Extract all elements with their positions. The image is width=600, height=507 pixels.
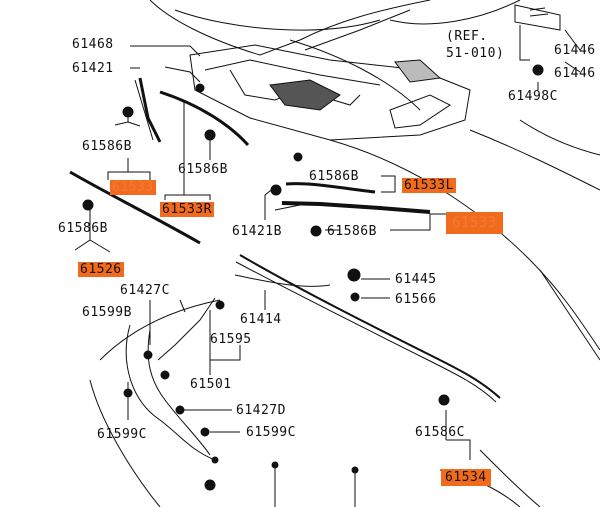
label-61586b-3: 61586B — [58, 221, 108, 236]
label-61566: 61566 — [395, 292, 437, 307]
label-61421b: 61421B — [232, 224, 282, 239]
label-61468: 61468 — [72, 37, 114, 52]
label-61534-highlighted: 61534 — [441, 469, 491, 486]
label-ref-line2: 51-010) — [446, 46, 505, 61]
label-61533-b-highlighted: 61533 — [446, 212, 503, 234]
label-61599b: 61599B — [82, 305, 132, 320]
weatherstrip-61534 — [239, 254, 501, 399]
strip-61533l — [285, 182, 376, 194]
clip-61586b-4 — [270, 184, 282, 196]
clip-61586c — [438, 394, 450, 406]
label-61445: 61445 — [395, 272, 437, 287]
bracket-61445 — [347, 268, 361, 282]
clip-61586b-3 — [82, 199, 94, 211]
hinge-part — [514, 4, 561, 31]
strip-61533-b — [281, 201, 431, 214]
label-61586b-2: 61586B — [178, 162, 228, 177]
strip-61421 — [138, 77, 162, 143]
label-61586c: 61586C — [415, 425, 465, 440]
label-61533l-highlighted: 61533L — [402, 178, 456, 193]
strip-61533r — [159, 90, 250, 147]
label-61586b-5: 61586B — [327, 224, 377, 239]
label-61427c: 61427C — [120, 283, 170, 298]
bolt-61566 — [350, 292, 360, 302]
label-ref-line1: (REF. — [446, 29, 488, 44]
label-61446-1: 61446 — [554, 43, 596, 58]
label-61586b-1: 61586B — [82, 139, 132, 154]
label-61526-highlighted: 61526 — [78, 262, 124, 277]
clip-61586b-1 — [122, 106, 134, 118]
label-61586b-4: 61586B — [309, 169, 359, 184]
label-61533r-highlighted: 61533R — [160, 202, 214, 217]
strip-61526 — [69, 170, 201, 245]
label-61498c: 61498C — [508, 89, 558, 104]
cowl-panel — [189, 44, 471, 141]
label-61421: 61421 — [72, 61, 114, 76]
clip-61586b-5 — [310, 225, 322, 237]
label-61595: 61595 — [210, 332, 252, 347]
label-61427d: 61427D — [236, 403, 286, 418]
clip-61586b-2 — [204, 129, 216, 141]
label-61446-2: 61446 — [554, 66, 596, 81]
label-61414: 61414 — [240, 312, 282, 327]
label-61599c-1: 61599C — [97, 427, 147, 442]
label-61533-highlighted: 61533 — [110, 180, 156, 195]
hood-outline — [149, 0, 431, 56]
label-61599c-2: 61599C — [246, 425, 296, 440]
label-61501: 61501 — [190, 377, 232, 392]
